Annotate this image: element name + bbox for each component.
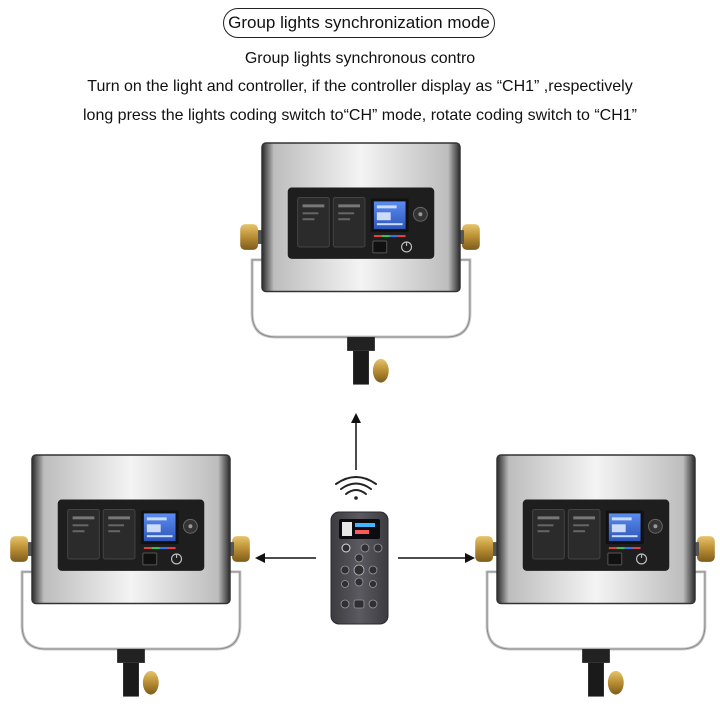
light-panel-right — [473, 453, 717, 699]
remote-power-icon — [341, 543, 351, 553]
subtitle: Group lights synchronous contro — [244, 50, 476, 67]
remote-controller — [330, 511, 389, 625]
mode-title: Group lights synchronization mode — [223, 8, 495, 38]
instruction-line-1: Turn on the light and controller, if the… — [87, 78, 633, 95]
light-panel-top — [238, 141, 482, 387]
wireless-signal-icon — [335, 476, 377, 500]
instruction-line-2: long press the lights coding switch to“C… — [82, 107, 637, 124]
light-panel-left — [8, 453, 252, 699]
